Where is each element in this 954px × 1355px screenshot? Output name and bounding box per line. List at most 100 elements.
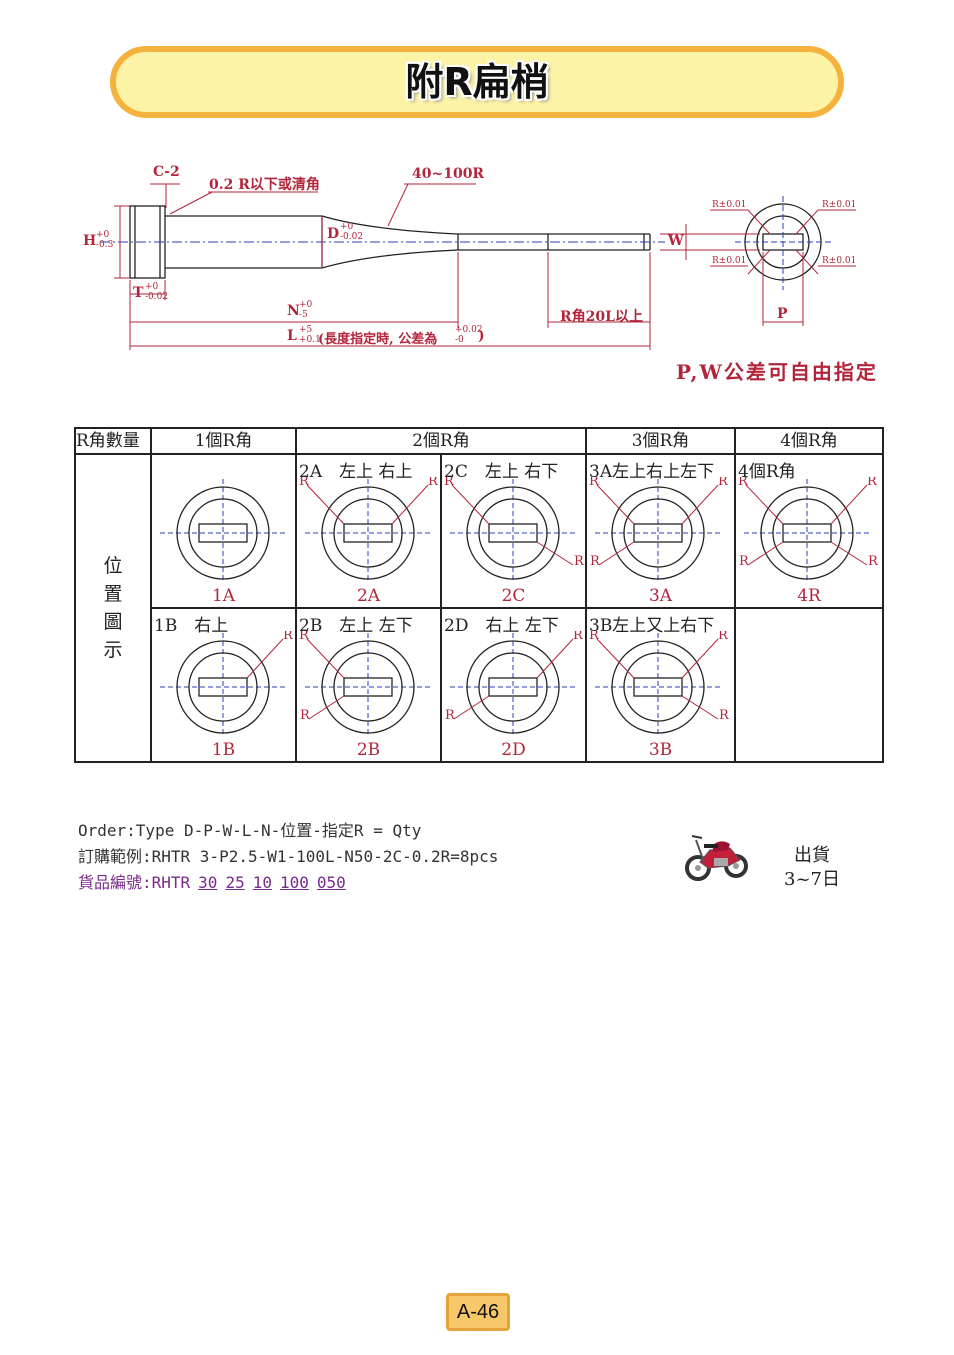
cell-code: 2C <box>501 586 526 606</box>
item-code-label: 貨品編號:RHTR <box>78 873 191 892</box>
inner-circle <box>772 498 842 568</box>
cell-1a: 1A <box>150 453 297 609</box>
position-diagram: RR <box>445 631 584 737</box>
code-link-100[interactable]: 100 <box>279 873 309 892</box>
outer-circle <box>176 640 270 734</box>
radius-leader-br <box>536 541 574 566</box>
position-diagram: RR <box>299 631 432 737</box>
radius-label-tl: R <box>444 477 455 489</box>
outer-circle <box>611 640 705 734</box>
item-codes: 貨品編號:RHTR 30 25 10 100 050 <box>78 870 498 896</box>
cell-code: 1B <box>211 740 236 760</box>
inner-circle <box>623 498 693 568</box>
code-link-050[interactable]: 050 <box>316 873 346 892</box>
radius-leader-tl <box>596 638 635 679</box>
dim-d: D <box>327 226 340 242</box>
page-title: 附R扁梢 <box>405 60 549 104</box>
chamfer-label: C-2 <box>153 164 180 180</box>
radius-leader-tl <box>306 484 345 525</box>
motorcycle-icon <box>685 835 748 881</box>
corner-note: 0.2 R以下或清角 <box>209 177 320 193</box>
cell-code: 2A <box>356 586 381 606</box>
header-two-r: 2個R角 <box>295 427 587 455</box>
outer-circle <box>466 486 560 580</box>
pin-drawing <box>100 183 856 350</box>
radius-leader-br <box>681 695 719 720</box>
flat-section <box>343 523 393 543</box>
outer-circle <box>611 486 705 580</box>
order-example: 訂購範例:RHTR 3-P2.5-W1-100L-N50-2C-0.2R=8pc… <box>78 847 499 866</box>
radius-leader-tr <box>246 638 284 679</box>
outer-circle <box>176 486 270 580</box>
header-one-r: 1個R角 <box>150 427 297 455</box>
radius-label-tl: R <box>589 477 600 489</box>
header-r-count: R角數量 <box>74 427 152 455</box>
radius-label-tl: R <box>299 477 310 489</box>
radius-leader-bl <box>453 695 490 720</box>
radius-leader-tl <box>306 638 345 679</box>
radius-leader-bl <box>747 541 784 566</box>
position-diagram: R R R <box>589 477 729 583</box>
inner-circle <box>478 652 548 722</box>
cell-empty <box>734 607 884 763</box>
outer-circle <box>321 486 415 580</box>
inner-circle <box>188 498 258 568</box>
flat-section <box>198 677 248 697</box>
radius-label-tr: R <box>867 477 878 489</box>
radius-leader-tr <box>391 484 429 525</box>
radius-label-tr: R <box>718 477 729 489</box>
radius-label-tl: R <box>299 631 310 643</box>
flat-section <box>488 523 538 543</box>
radius-leader-tr <box>681 484 719 525</box>
cell-code: 2D <box>501 740 526 760</box>
flat-section <box>488 677 538 697</box>
radius-leader-tl <box>451 484 490 525</box>
cell-code: 3B <box>648 740 673 760</box>
code-link-25[interactable]: 25 <box>225 873 245 892</box>
radius-label-bl: R <box>590 554 601 569</box>
cell-label: 4個R角 <box>738 462 796 482</box>
radius-leader-tr <box>830 484 868 525</box>
radius-label-bl: R <box>739 554 750 569</box>
cell-code: 3A <box>648 586 673 606</box>
radius-label-br: R <box>868 554 879 569</box>
tolerance-note: P,W公差可自由指定 <box>676 360 878 384</box>
cell-label: 2D 右上 左下 <box>444 616 559 636</box>
outer-circle <box>321 640 415 734</box>
inner-circle <box>478 498 548 568</box>
radius-label-tl: R <box>589 631 600 643</box>
radius-leader-tr <box>681 638 719 679</box>
inner-circle <box>333 652 403 722</box>
radius-label-br: R <box>574 554 585 569</box>
radius-leader-tl <box>745 484 784 525</box>
inner-circle <box>188 652 258 722</box>
radius-label-tr: R <box>573 631 584 643</box>
cell-label: 2C 左上 右下 <box>444 462 559 482</box>
cell-label: 3A左上右上左下 <box>589 462 715 482</box>
position-diagram <box>160 479 287 583</box>
position-table: R角數量 1個R角 2個R角 3個R角 4個R角 位 置 圖 示 1A 2A 左… <box>74 427 884 763</box>
order-format: Order:Type D-P-W-L-N-位置-指定R = Qty <box>78 821 422 840</box>
outer-circle <box>760 486 854 580</box>
radius-label-tr: R <box>718 631 729 643</box>
header-three-r: 3個R角 <box>585 427 736 455</box>
flat-section <box>343 677 393 697</box>
radius-leader-bl <box>308 695 345 720</box>
dim-t: T <box>133 285 144 301</box>
end-view <box>685 196 856 326</box>
shipping-info: 出貨 3~7日 <box>784 845 840 890</box>
code-link-10[interactable]: 10 <box>252 873 272 892</box>
code-link-30[interactable]: 30 <box>198 873 218 892</box>
r-corner-note: R角20L以上 <box>560 309 643 325</box>
outer-circle <box>466 640 560 734</box>
cell-label: 2A 左上 右上 <box>299 462 413 482</box>
flat-section <box>198 523 248 543</box>
